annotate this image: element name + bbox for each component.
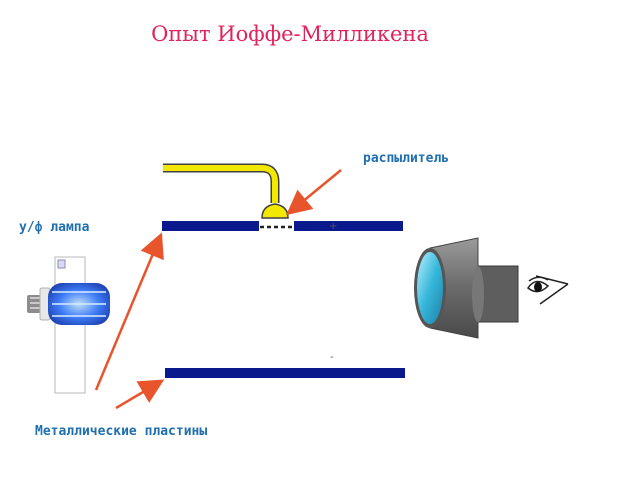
top-plate-right (294, 221, 403, 231)
sprayer-label: распылитель (363, 151, 450, 166)
bottom-plate-arrow (115, 379, 165, 410)
top-plate-arrow (94, 232, 164, 391)
bottom-plate (165, 368, 405, 378)
microscope-icon (414, 237, 519, 339)
eye-icon (526, 275, 569, 305)
top-plate-sign: + (329, 221, 338, 232)
uv-lamp-icon (27, 283, 110, 325)
plates-label: Металлические пластины (35, 424, 208, 439)
sprayer-arrow (286, 169, 342, 216)
bottom-plate-sign: - (330, 352, 334, 363)
housing-marker-icon (57, 259, 66, 269)
top-plate-left (162, 221, 259, 231)
page-title: Опыт Иоффе-Милликена (151, 22, 429, 46)
sprayer-tube (163, 165, 278, 203)
uv-lamp-label: у/ф лампа (19, 220, 90, 235)
